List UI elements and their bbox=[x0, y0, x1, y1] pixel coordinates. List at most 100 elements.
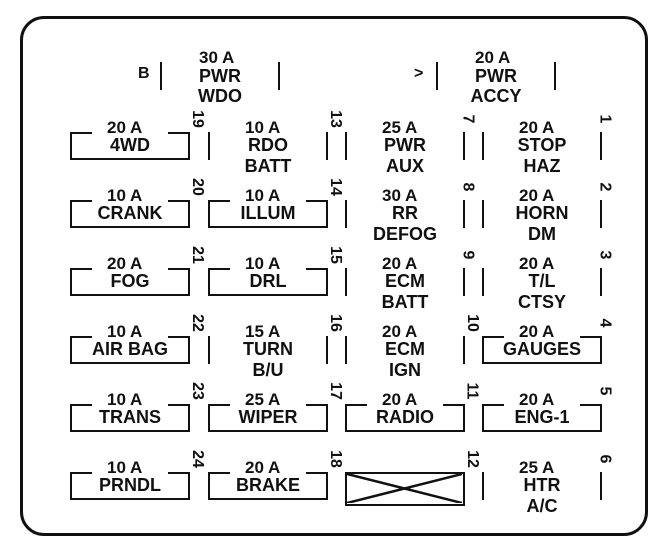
fuse-label-line1: TRANS bbox=[99, 407, 161, 427]
fuse-number: 19 bbox=[188, 110, 206, 128]
fuse-number: 1 bbox=[596, 114, 614, 124]
fuse-label-line2: WDO bbox=[198, 86, 242, 106]
fuse-12: 12 bbox=[345, 450, 485, 520]
bracket bbox=[482, 132, 602, 160]
fuse-label-line2: IGN bbox=[388, 360, 421, 380]
fuse-label-line2: B/U bbox=[252, 360, 284, 380]
fuse-label-line1: STOP bbox=[517, 135, 567, 155]
fuse-panel bbox=[20, 16, 648, 536]
amp-rating: 10 A bbox=[104, 186, 146, 206]
fuse-number: 24 bbox=[188, 450, 206, 468]
amp-rating: 25 A bbox=[242, 390, 284, 410]
fuse-box bbox=[208, 472, 328, 500]
fuse-number: 4 bbox=[596, 318, 614, 328]
bracket-top-left bbox=[70, 200, 92, 202]
amp-rating: 20 A bbox=[379, 322, 421, 342]
fuse-label-line2: CTSY bbox=[517, 292, 566, 312]
fuse-label-line1: HTR bbox=[523, 475, 561, 495]
bracket bbox=[482, 268, 602, 296]
amp-rating: 20 A bbox=[104, 254, 146, 274]
amp-rating: 10 A bbox=[104, 322, 146, 342]
bracket-top-right bbox=[168, 336, 190, 338]
fuse-label-line1: 4WD bbox=[110, 135, 150, 155]
fuse-box bbox=[208, 200, 328, 228]
empty-fuse-slot bbox=[345, 472, 465, 506]
side-letter-arrow: > bbox=[414, 65, 424, 82]
fuse-label-line1: PWR bbox=[384, 135, 426, 155]
bracket-top-left bbox=[482, 336, 504, 338]
fuse-number: 21 bbox=[188, 246, 206, 264]
side-letter-b: B bbox=[138, 65, 150, 82]
fuse-label-line1: CRANK bbox=[97, 203, 163, 223]
fuse-label-line1: TURN bbox=[243, 339, 293, 359]
bracket-top-right bbox=[168, 472, 190, 474]
amp-rating: 25 A bbox=[379, 118, 421, 138]
fuse-number: 5 bbox=[596, 386, 614, 396]
amp-rating: 20 A bbox=[516, 118, 558, 138]
top-fuse-pwr-accy: > 20 A PWR ACCY bbox=[406, 48, 566, 108]
fuse-label-line1: ECM bbox=[385, 271, 425, 291]
fuse-label-line2: AUX bbox=[385, 156, 424, 176]
fuse-box bbox=[208, 268, 328, 296]
fuse-number: 8 bbox=[459, 182, 477, 192]
fuse-number: 3 bbox=[596, 250, 614, 260]
amp-rating: 10 A bbox=[242, 186, 284, 206]
fuse-number: 17 bbox=[326, 382, 344, 400]
fuse-label-line1: FOG bbox=[110, 271, 150, 291]
fuse-number: 16 bbox=[326, 314, 344, 332]
bracket-top-right bbox=[168, 404, 190, 406]
bracket-top-left bbox=[345, 404, 367, 406]
fuse-box bbox=[482, 404, 602, 432]
fuse-label-line1: RR bbox=[392, 203, 418, 223]
amp-rating: 20 A bbox=[379, 390, 421, 410]
bracket-top-right bbox=[306, 200, 328, 202]
bracket-top-right bbox=[306, 268, 328, 270]
fuse-number: 12 bbox=[463, 450, 481, 468]
fuse-label-line1: PWR bbox=[475, 66, 517, 86]
fuse-box bbox=[70, 404, 190, 432]
fuse-label-line2: DEFOG bbox=[372, 224, 437, 244]
bracket-top-left bbox=[482, 404, 504, 406]
bracket-top-left bbox=[70, 132, 92, 134]
bracket bbox=[345, 268, 465, 296]
amp-rating: 20 A bbox=[516, 390, 558, 410]
fuse-number: 2 bbox=[596, 182, 614, 192]
fuse-label-line1: GAUGES bbox=[502, 339, 581, 359]
bracket-top-right bbox=[306, 472, 328, 474]
amp-rating: 20 A bbox=[242, 458, 284, 478]
bracket bbox=[208, 336, 328, 364]
fuse-number: 18 bbox=[326, 450, 344, 468]
bracket-top-left bbox=[70, 472, 92, 474]
fuse-label-line1: ILLUM bbox=[240, 203, 296, 223]
fuse-number: 15 bbox=[326, 246, 344, 264]
amp-rating: 10 A bbox=[104, 458, 146, 478]
empty-slot-cross-icon bbox=[346, 472, 463, 505]
bracket bbox=[345, 200, 465, 228]
fuse-label-line1: PWR bbox=[199, 66, 241, 86]
amp-rating: 20 A bbox=[516, 254, 558, 274]
bracket bbox=[345, 132, 465, 160]
fuse-label-line2: A/C bbox=[526, 496, 558, 516]
fuse-label-line1: RADIO bbox=[376, 407, 434, 427]
fuse-number: 23 bbox=[188, 382, 206, 400]
bracket-top-left bbox=[70, 268, 92, 270]
fuse-label-line2: BATT bbox=[381, 292, 429, 312]
fuse-label-line2: DM bbox=[528, 224, 556, 244]
fuse-number: 11 bbox=[463, 382, 481, 400]
